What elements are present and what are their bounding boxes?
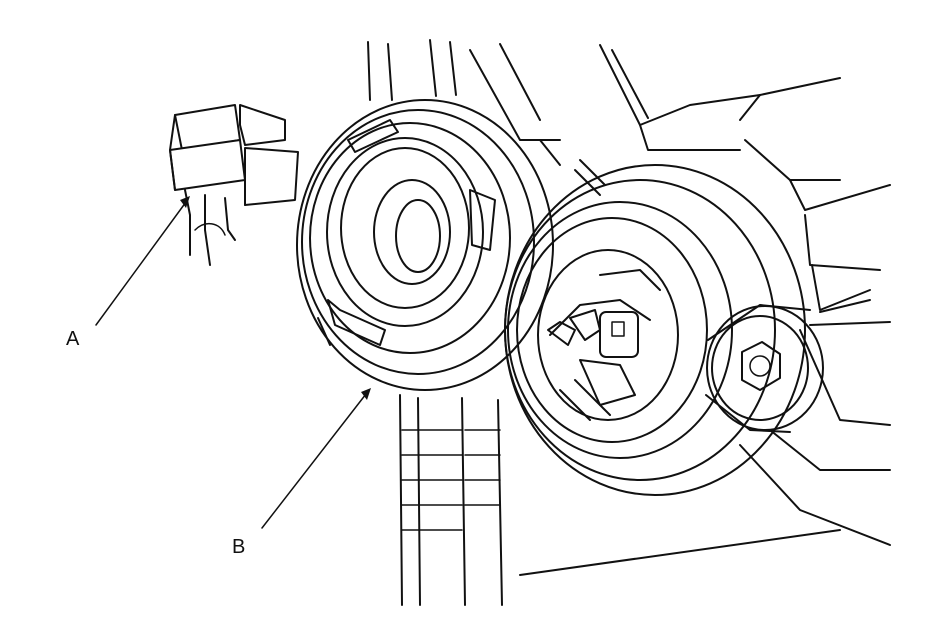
cable-reel-b (296, 99, 554, 391)
mounting-bolt (705, 304, 824, 433)
combination-switch-housing (504, 159, 806, 496)
column-shaft (399, 394, 503, 606)
callout-label-b: B (232, 536, 245, 558)
column-housing-outline (367, 39, 891, 576)
leader-arrow-b (261, 388, 371, 529)
callout-label-a: A (66, 328, 80, 350)
connector-a (169, 104, 299, 266)
leader-arrow-a (95, 196, 190, 326)
